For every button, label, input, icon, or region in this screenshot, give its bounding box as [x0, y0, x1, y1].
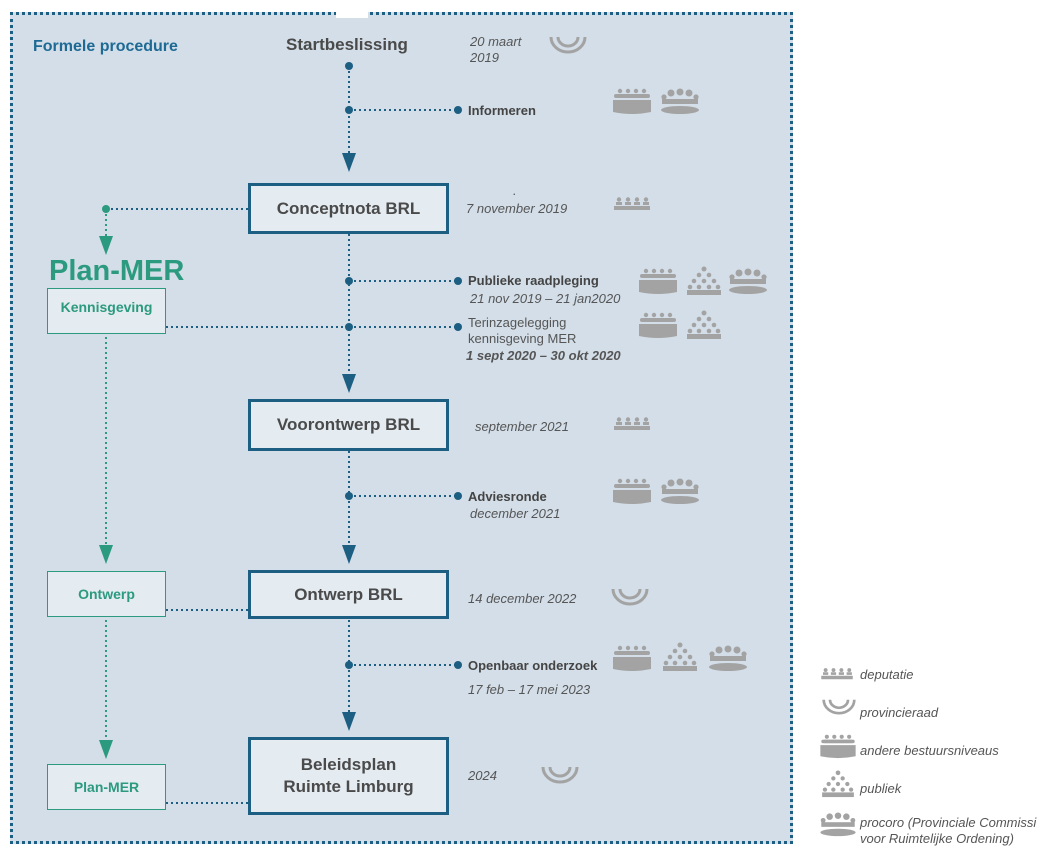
plan-mer-box-ontwerp: Ontwerp	[47, 571, 166, 617]
andere-bestuursniveaus-icon	[612, 645, 652, 673]
procoro-icon	[728, 268, 768, 296]
procoro-icon	[708, 645, 748, 673]
deputatie-icon	[614, 416, 650, 432]
date-startbeslissing: 20 maart 2019	[470, 34, 522, 65]
plan-mer-box-kennisgeving: Kennisgeving	[47, 288, 166, 334]
procoro-icon	[819, 812, 857, 838]
conceptnota-mark: .	[513, 183, 517, 198]
plan-mer-box-plan-mer: Plan-MER	[47, 764, 166, 810]
plan-mer-title: Plan-MER	[49, 255, 185, 287]
date-conceptnota: 7 november 2019	[466, 201, 568, 216]
publiek-icon	[686, 266, 722, 296]
deputatie-icon	[819, 667, 855, 681]
step-conceptnota-brl: Conceptnota BRL	[248, 183, 449, 234]
step-startbeslissing: Startbeslissing	[286, 35, 408, 54]
andere-bestuursniveaus-icon	[638, 312, 678, 340]
legend-label-publiek: publiek	[860, 781, 902, 796]
andere-bestuursniveaus-icon	[819, 734, 857, 760]
date-publieke-raadpleging: 21 nov 2019 – 21 jan2020	[470, 291, 621, 306]
publiek-icon	[686, 310, 722, 340]
date-voorontwerp: september 2021	[475, 419, 569, 434]
event-terinzagelegging: Terinzagelegging kennisgeving MER	[468, 315, 577, 346]
legend-label-deputatie: deputatie	[860, 667, 914, 682]
deputatie-icon	[614, 196, 650, 212]
legend-label-andere-bestuursniveaus: andere bestuursniveaus	[860, 743, 999, 758]
provincieraad-icon	[610, 586, 650, 606]
andere-bestuursniveaus-icon	[612, 478, 652, 506]
section-title: Formele procedure	[33, 38, 178, 55]
step-ontwerp-brl: Ontwerp BRL	[248, 570, 449, 619]
date-beleidsplan: 2024	[468, 768, 497, 783]
publiek-icon	[662, 642, 698, 672]
step-voorontwerp-brl: Voorontwerp BRL	[248, 399, 449, 451]
publiek-icon	[821, 770, 855, 798]
event-openbaar-onderzoek: Openbaar onderzoek	[468, 658, 598, 673]
step-beleidsplan-ruimte-limburg: Beleidsplan Ruimte Limburg	[248, 737, 449, 815]
provincieraad-icon	[548, 34, 588, 54]
legend-label-provincieraad: provincieraad	[860, 705, 939, 720]
date-terinzagelegging: 1 sept 2020 – 30 okt 2020	[466, 348, 621, 363]
event-publieke-raadpleging: Publieke raadpleging	[468, 273, 599, 288]
provincieraad-icon	[540, 764, 580, 784]
procoro-icon	[660, 478, 700, 506]
event-adviesronde: Adviesronde	[468, 489, 547, 504]
andere-bestuursniveaus-icon	[638, 268, 678, 296]
procoro-icon	[660, 88, 700, 116]
date-ontwerp: 14 december 2022	[468, 591, 577, 606]
legend-label-procoro: procoro (Provinciale Commissi voor Ruimt…	[860, 815, 1037, 846]
event-informeren: Informeren	[468, 103, 536, 118]
provincieraad-icon	[820, 697, 858, 715]
andere-bestuursniveaus-icon	[612, 88, 652, 116]
date-openbaar-onderzoek: 17 feb – 17 mei 2023	[468, 682, 591, 697]
date-adviesronde: december 2021	[470, 506, 561, 521]
